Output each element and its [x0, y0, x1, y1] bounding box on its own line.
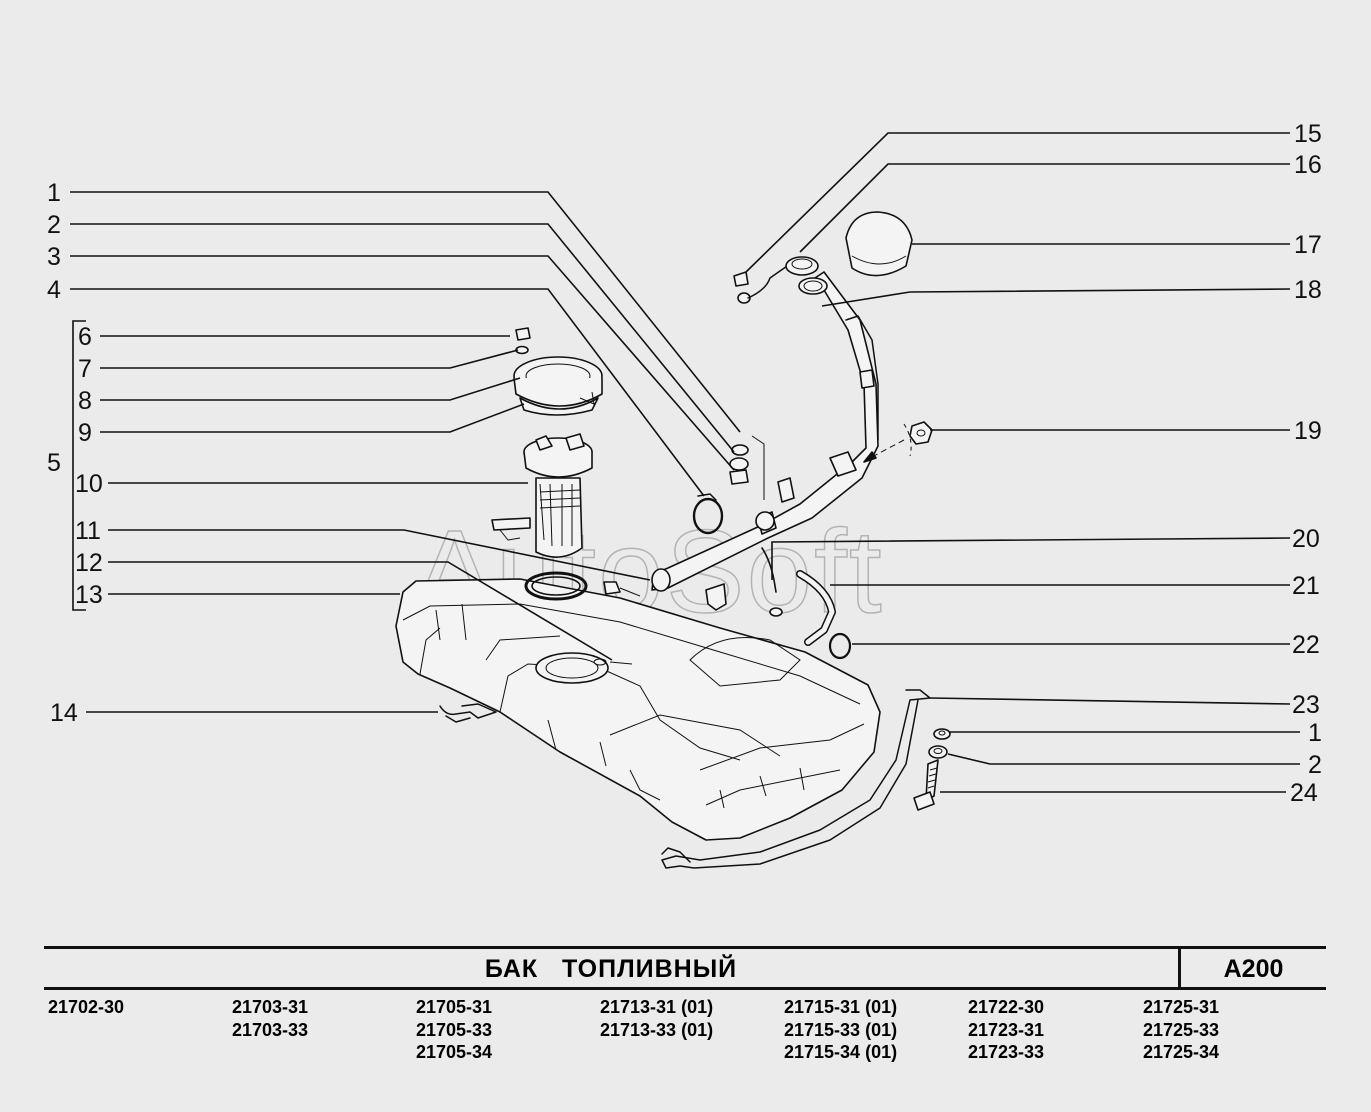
- model-code: 21703-31: [232, 997, 309, 1017]
- model-column-6: 21722-30 21723-31 21723-33: [968, 996, 1044, 1064]
- callout-11: 11: [75, 517, 101, 545]
- model-column-7: 21725-31 21725-33 21725-34: [1143, 996, 1219, 1064]
- model-code: 21705-33: [416, 1019, 493, 1040]
- callout-2-right: 2: [1308, 751, 1322, 779]
- model-column-4: 21713-31 (01) 21713-33 (01): [600, 996, 713, 1041]
- model-code: 21713-33 (01): [600, 1019, 714, 1040]
- callout-1-right: 1: [1308, 719, 1322, 747]
- callout-4: 4: [47, 276, 61, 304]
- fuel-tank-exploded-diagram: AutoSoft: [47, 120, 1322, 869]
- title-divider: [1178, 949, 1181, 987]
- filler-neck: [651, 271, 879, 592]
- model-code: 21725-34: [1143, 1042, 1220, 1062]
- tank-strap: [661, 689, 931, 869]
- model-code: 21702-30: [48, 997, 125, 1017]
- callout-3: 3: [47, 243, 61, 271]
- page-code: A200: [1223, 955, 1284, 983]
- callout-13: 13: [75, 581, 103, 609]
- model-code: 21715-34 (01): [784, 1042, 898, 1062]
- callout-9: 9: [78, 419, 92, 447]
- callout-6: 6: [78, 323, 92, 351]
- title-bar: БАК ТОПЛИВНЫЙ A200: [44, 946, 1326, 990]
- callout-21: 21: [1292, 572, 1320, 600]
- callout-10: 10: [75, 470, 103, 498]
- bolt-assembly-right: [913, 728, 951, 811]
- callout-14: 14: [50, 699, 78, 727]
- callout-2: 2: [47, 211, 61, 239]
- vent-hose: [761, 547, 852, 660]
- callout-15: 15: [1294, 120, 1322, 148]
- nut-stack-center: [729, 435, 765, 500]
- model-column-2: 21703-31 21703-33: [232, 996, 308, 1041]
- callout-23: 23: [1292, 691, 1320, 719]
- callout-17: 17: [1294, 231, 1322, 259]
- model-code: 21703-33: [232, 1019, 309, 1040]
- model-code: 21705-34: [416, 1042, 493, 1062]
- callout-24: 24: [1290, 779, 1318, 807]
- model-column-1: 21702-30: [48, 996, 124, 1019]
- callout-22: 22: [1292, 631, 1320, 659]
- filler-cap-set: [733, 211, 913, 304]
- callout-numbers: 1 2 3 4 5 6 7 8 9 10 11 12 13 14 15 16 1…: [47, 120, 1322, 807]
- model-code: 21722-30: [968, 997, 1045, 1017]
- vent-fittings: [603, 581, 727, 611]
- callout-20: 20: [1292, 525, 1320, 553]
- callout-12: 12: [75, 549, 103, 577]
- model-column-3: 21705-31 21705-33 21705-34: [416, 996, 492, 1064]
- callout-18: 18: [1294, 276, 1322, 304]
- pump-flange-set: [513, 327, 603, 416]
- model-code: 21725-33: [1143, 1019, 1220, 1040]
- leader-lines: [70, 132, 1300, 793]
- callout-5: 5: [47, 449, 61, 477]
- callout-1: 1: [47, 179, 61, 207]
- pump-o-ring: [524, 571, 588, 601]
- callout-16: 16: [1294, 151, 1322, 179]
- model-code: 21715-33 (01): [784, 1019, 898, 1040]
- callout-19: 19: [1294, 417, 1322, 445]
- callout-8: 8: [78, 387, 92, 415]
- strap-hook-left: [439, 703, 497, 723]
- model-column-5: 21715-31 (01) 21715-33 (01) 21715-34 (01…: [784, 996, 897, 1064]
- model-code: 21715-31 (01): [784, 997, 898, 1017]
- model-code-table: 21702-30 21703-31 21703-33 21705-31 2170…: [0, 996, 1371, 1086]
- diagram-title: БАК ТОПЛИВНЫЙ: [484, 955, 738, 983]
- fuel-pump-module: [491, 433, 593, 558]
- model-code: 21713-31 (01): [600, 997, 714, 1017]
- model-code: 21723-31: [968, 1019, 1045, 1040]
- fuel-tank: [395, 578, 881, 841]
- hose-clamp-center: [692, 493, 724, 535]
- filler-mount-nut: [863, 421, 933, 463]
- callout-7: 7: [78, 355, 92, 383]
- model-code: 21725-31: [1143, 997, 1220, 1017]
- model-code: 21723-33: [968, 1042, 1045, 1062]
- model-code: 21705-31: [416, 997, 493, 1017]
